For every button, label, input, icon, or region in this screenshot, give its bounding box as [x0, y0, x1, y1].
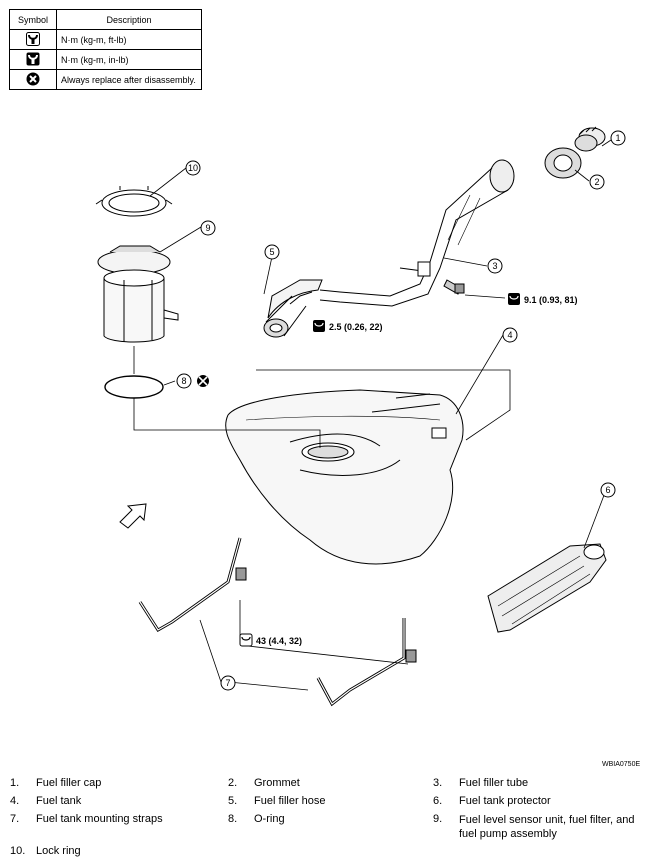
fuel-filler-hose-drawing — [263, 279, 323, 338]
fuel-filler-cap-drawing — [574, 126, 606, 152]
legend-header-symbol: Symbol — [9, 9, 57, 30]
svg-text:4: 4 — [507, 330, 512, 340]
torque-label-filler-hose: 2.5 (0.26, 22) — [313, 320, 383, 332]
svg-text:1: 1 — [615, 133, 620, 143]
symbol-legend: Symbol Description N·m (kg-m, ft-lb) N·m… — [9, 9, 202, 90]
fuel-tank-exploded-diagram: 1 2 3 4 5 6 7 8 9 10 9.1 (0.93, 81) 2.5 … — [95, 126, 626, 707]
callout-6: 6 — [600, 482, 616, 498]
fuel-pump-assembly-drawing — [97, 245, 179, 343]
front-direction-arrow — [119, 503, 147, 529]
filler-tube-bolt-drawing — [443, 279, 465, 295]
callout-10: 10 — [185, 160, 201, 176]
fuel-tank-protector-drawing — [487, 543, 607, 633]
torque-label-filler-tube: 9.1 (0.93, 81) — [508, 293, 578, 305]
callout-5: 5 — [264, 244, 280, 260]
replace-x-icon — [9, 69, 57, 90]
svg-text:9: 9 — [205, 223, 210, 233]
legend-header-description: Description — [56, 9, 202, 30]
o-ring-drawing — [104, 375, 164, 399]
torque-label-strap-bolt: 43 (4.4, 32) — [239, 633, 302, 647]
callout-7: 7 — [220, 675, 236, 691]
callout-3: 3 — [487, 258, 503, 274]
callout-8: 8 — [176, 373, 192, 389]
replace-x-icon — [197, 375, 209, 387]
callout-2: 2 — [589, 174, 605, 190]
svg-text:8: 8 — [181, 376, 186, 386]
svg-text:3: 3 — [492, 261, 497, 271]
figure-code: WBIA0750E — [602, 761, 641, 768]
svg-text:10: 10 — [188, 163, 198, 173]
svg-text:9.1 (0.93, 81): 9.1 (0.93, 81) — [524, 295, 578, 305]
callout-9: 9 — [200, 220, 216, 236]
svg-text:6: 6 — [605, 485, 610, 495]
callout-1: 1 — [610, 130, 626, 146]
svg-text:5: 5 — [269, 247, 274, 257]
torque-wrench-small-icon — [9, 49, 57, 70]
legend-row-3-description: Always replace after disassembly. — [56, 69, 202, 90]
callout-4: 4 — [502, 327, 518, 343]
svg-text:7: 7 — [225, 678, 230, 688]
lock-ring-drawing — [95, 186, 173, 217]
legend-row-2-description: N·m (kg-m, in-lb) — [56, 49, 202, 70]
grommet-drawing — [544, 147, 582, 179]
svg-text:43 (4.4, 32): 43 (4.4, 32) — [256, 636, 302, 646]
fuel-filler-tube-drawing — [319, 159, 515, 307]
torque-wrench-icon — [9, 29, 57, 50]
legend-row-1-description: N·m (kg-m, ft-lb) — [56, 29, 202, 50]
fuel-tank-mounting-straps-drawing — [138, 537, 417, 707]
fuel-tank-drawing — [225, 389, 464, 565]
svg-text:2: 2 — [594, 177, 599, 187]
svg-text:2.5 (0.26, 22): 2.5 (0.26, 22) — [329, 322, 383, 332]
